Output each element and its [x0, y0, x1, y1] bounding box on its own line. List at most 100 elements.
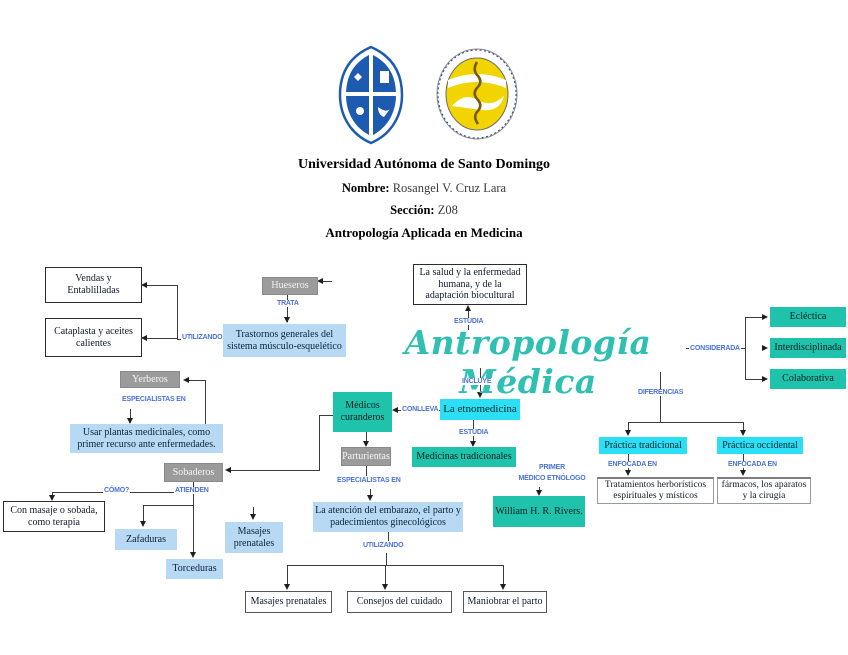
arrowhead: [366, 495, 373, 501]
course-title: Antropología Aplicada en Medicina: [325, 225, 523, 240]
node-consejos-cuidado: Consejos del cuidado: [347, 591, 452, 613]
node-cataplasta: Cataplasta y aceites calientes: [45, 318, 142, 357]
node-tratamientos: Tratamientos herborísticos espirituales …: [597, 477, 714, 504]
connector-line: [193, 505, 194, 552]
connector-line: [319, 415, 320, 471]
label-utilizando-bottom: UTILIZANDO: [362, 542, 405, 549]
arrowhead: [762, 344, 768, 351]
connector-line: [287, 565, 504, 566]
connector-line: [743, 422, 744, 433]
label-utilizando-left: UTILIZANDO: [181, 334, 224, 341]
node-vendas: Vendas y Entablilladas: [45, 267, 142, 303]
arrowhead: [499, 584, 506, 590]
arrowhead: [141, 281, 147, 288]
arrowhead: [624, 430, 631, 436]
connector-line: [366, 432, 367, 443]
connector-line: [146, 285, 178, 286]
arrowhead: [739, 470, 746, 476]
label-especialistas-parturientas: ESPECIALISTAS EN: [336, 477, 402, 484]
node-parturientas: Parturientas: [341, 447, 391, 466]
university-title: Universidad Autónoma de Santo Domingo: [297, 157, 551, 172]
node-eclectica: Ecléctica: [770, 307, 846, 327]
node-trastornos: Trastornos generales del sistema músculo…: [223, 324, 346, 357]
connector-line: [146, 338, 178, 339]
connector-line: [143, 505, 144, 522]
label-primer-medico-l2: MÉDICO ETNÓLOGO: [511, 475, 593, 482]
label-enfocada-right: ENFOCADA EN: [727, 461, 778, 468]
connector-line: [366, 466, 367, 476]
arrowhead: [762, 375, 768, 382]
label-conlleva: CONLLEVA: [401, 406, 440, 413]
node-usar-plantas: Usar plantas medicinales, como primer re…: [70, 424, 223, 453]
arrowhead: [469, 441, 476, 447]
arrowhead: [249, 514, 256, 520]
map-title: Antropología Médica: [404, 323, 652, 401]
connector-line: [388, 532, 389, 541]
connector-line: [745, 317, 746, 379]
connector-line: [205, 380, 206, 424]
arrowhead: [535, 490, 542, 496]
node-torceduras: Torceduras: [166, 559, 223, 579]
connector-line: [52, 492, 53, 497]
arrowhead: [183, 376, 189, 383]
section-line: Sección: Z08: [0, 203, 848, 218]
node-colaborativa: Colaborativa: [770, 369, 846, 389]
label-especialistas-yerberos: ESPECIALISTAS EN: [121, 396, 187, 403]
arrowhead: [126, 418, 133, 424]
label-incluye: INCLUYE: [461, 378, 493, 385]
health-faculty-logo: [436, 48, 518, 140]
name-label: Nombre:: [341, 181, 390, 195]
connector-line: [177, 285, 178, 339]
arrowhead: [362, 441, 369, 447]
node-practica-tradicional: Práctica tradicional: [599, 437, 687, 454]
connector-line: [287, 295, 288, 322]
node-hueseros: Hueseros: [262, 277, 318, 295]
node-sobaderos: Sobaderos: [164, 463, 223, 482]
arrowhead: [139, 521, 146, 527]
arrowhead: [225, 466, 231, 473]
connector-line: [370, 489, 371, 497]
node-interdisciplinada: Interdisciplinada: [770, 338, 846, 358]
label-como: CÓMO?: [103, 487, 131, 494]
arrowhead: [317, 277, 323, 284]
arrowhead: [283, 317, 290, 323]
connector-line: [189, 380, 205, 381]
connector-line: [745, 379, 765, 380]
label-diferencias: DIFERENCIAS: [637, 389, 685, 396]
node-zafaduras: Zafaduras: [115, 529, 177, 550]
node-masajes-prenatales: Masajes prenatales: [245, 591, 332, 613]
arrowhead: [476, 392, 483, 398]
label-primer-medico-l1: PRIMER: [523, 464, 581, 471]
arrowhead: [739, 430, 746, 436]
label-enfocada-left: ENFOCADA EN: [607, 461, 658, 468]
node-masajes-prenatales-lado: Masajes prenatales: [225, 522, 283, 553]
connector-line: [628, 422, 743, 423]
connector-line: [230, 470, 320, 471]
connector-line: [385, 565, 386, 585]
arrowhead: [392, 406, 398, 413]
connector-line: [628, 422, 629, 433]
label-considerada: CONSIDERADA: [689, 345, 741, 352]
arrowhead: [464, 305, 471, 311]
section-value: Z08: [437, 203, 458, 217]
connector-line: [660, 372, 661, 422]
connector-line: [287, 565, 288, 585]
arrowhead: [283, 584, 290, 590]
arrowhead: [624, 470, 631, 476]
node-william-rivers: William H. R. Rivers.: [493, 496, 585, 527]
connector-line: [386, 553, 387, 565]
section-label: Sección:: [390, 203, 435, 217]
node-medicinas-tradicionales: Medicinas tradicionales: [412, 447, 516, 467]
node-etnomedicina: La etnomedicina: [440, 399, 520, 420]
node-con-masaje: Con masaje o sobada, como terapia: [3, 501, 105, 532]
connector-line: [745, 317, 765, 318]
node-atencion-embarazo: La atención del embarazo, el parto y pad…: [313, 502, 463, 532]
uasd-logo: [338, 45, 404, 145]
node-yerberos: Yerberos: [120, 371, 180, 388]
label-estudia-top: ESTUDIA: [453, 318, 485, 325]
node-farmacos: fármacos, los aparatos y la cirugía: [717, 477, 811, 504]
label-atienden: ATIENDEN: [174, 487, 210, 494]
arrowhead: [141, 334, 147, 341]
connector-line: [143, 505, 193, 506]
